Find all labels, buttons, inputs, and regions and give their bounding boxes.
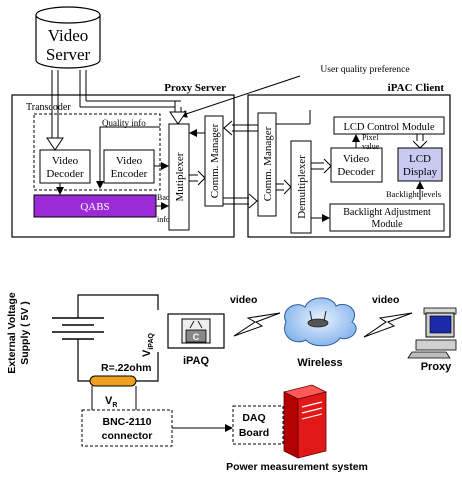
video-server-label-2: Server: [46, 45, 91, 64]
user-quality-preference-label: User quality preference: [320, 64, 409, 75]
multiplexer-box: [168, 123, 190, 231]
video-decoder-label-1: Video: [52, 155, 79, 167]
daq-board-label-1: DAQ: [242, 412, 265, 424]
lcd-control-module-label: LCD Control Module: [344, 122, 435, 133]
bnc-connector-label-2: connector: [102, 430, 153, 442]
video-right-label: video: [372, 294, 399, 306]
v-ipaq-label: ViPAQ: [141, 332, 155, 356]
transcoder-box: [33, 113, 161, 191]
ipaq-screen-letter: C: [193, 332, 200, 342]
resistor-label: R=.22ohm: [101, 362, 151, 374]
ipaq-device-icon: [167, 313, 225, 349]
ipac-client-title: iPAC Client: [388, 82, 445, 94]
proxy-label: Proxy: [421, 361, 452, 373]
backlight-adjustment-box: [329, 203, 445, 232]
multiplexer-label: Mutiplexer: [174, 152, 186, 201]
demultiplexer-box: [290, 140, 312, 234]
demultiplexer-label: Demultiplexer: [296, 155, 308, 219]
lightning-right-icon: [363, 312, 413, 338]
video-server-label-1: Video: [48, 26, 89, 45]
lcd-display-box: [397, 147, 443, 182]
external-supply-label-1: External Voltage: [6, 292, 18, 374]
client-video-decoder-label-2: Decoder: [337, 166, 375, 178]
video-left-label: video: [230, 294, 257, 306]
video-encoder-label-2: Encoder: [111, 168, 148, 180]
resistor-symbol: [89, 375, 137, 387]
user-preference-arrow: [179, 75, 301, 118]
video-decoder-box: [39, 149, 91, 184]
video-decoder-label-2: Decoder: [46, 168, 84, 180]
server-to-multiplexer-arrow: [79, 70, 187, 125]
power-measurement-label: Power measurement system: [226, 461, 368, 473]
client-video-decoder-box: [330, 147, 383, 183]
client-comm-manager-box: [257, 112, 277, 217]
battery-symbol: [52, 317, 104, 340]
lcd-display-label-2: Display: [403, 166, 438, 178]
bnc-connector-label-1: BNC-2110: [102, 416, 151, 428]
demux-to-decoder-arrow: [311, 158, 332, 174]
lcd-display-label-1: LCD: [409, 153, 431, 165]
external-supply-label-2: Supply ( 5V ): [19, 301, 31, 365]
bnc-connector-box: [81, 409, 173, 447]
v-r-label: VR: [105, 395, 117, 409]
lcd-control-module-box: [333, 116, 445, 135]
proxy-comm-manager-box: [204, 115, 224, 207]
transcoder-label: Transcoder: [26, 102, 71, 113]
backlight-adjustment-label-2: Module: [371, 219, 403, 230]
pixel-value-label-1: Pixel: [362, 133, 379, 142]
daq-board-box: [232, 405, 284, 445]
lightning-left-icon: [233, 312, 281, 337]
quality-info-arrow: [96, 126, 160, 189]
qabs-label: QABS: [80, 201, 109, 213]
client-video-decoder-label-1: Video: [343, 153, 370, 165]
proxy-to-client-double-arrow: [223, 193, 258, 209]
daq-board-label-2: Board: [239, 427, 269, 439]
client-comm-manager-label: Comm. Manager: [262, 126, 274, 201]
access-point-icon: [307, 310, 329, 328]
multiplexer-to-comm-arrow: [189, 170, 206, 186]
server-to-decoder-arrow: [46, 70, 64, 151]
proxy-server-title: Proxy Server: [164, 82, 226, 94]
video-server-cylinder: [35, 6, 101, 69]
video-encoder-label-1: Video: [116, 155, 143, 167]
backlight-adjustment-label-1: Backlight Adjustment: [343, 207, 431, 218]
circuit-wires: [77, 294, 159, 382]
video-encoder-box: [103, 149, 155, 184]
client-to-proxy-double-arrow: [223, 120, 258, 136]
backlight-info-label-2: info.: [157, 215, 172, 224]
proxy-comm-manager-label: Comm. Manager: [209, 123, 221, 198]
wireless-label: Wireless: [297, 357, 342, 369]
red-server-icon: [282, 384, 328, 459]
pixel-value-label-2: value: [362, 142, 380, 151]
ipaq-label: iPAQ: [183, 355, 210, 367]
proxy-computer-icon: [407, 307, 457, 359]
quality-info-label: Quality info: [102, 118, 146, 128]
backlight-levels-label: Backlight levels: [386, 189, 441, 199]
